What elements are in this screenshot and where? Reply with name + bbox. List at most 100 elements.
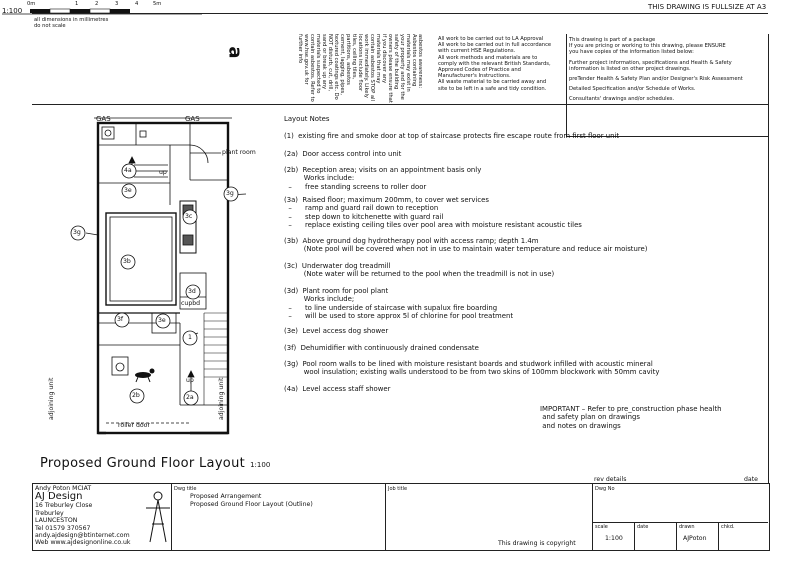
tag-3f: 3f: [117, 316, 124, 323]
tag-4a: 4a: [124, 167, 132, 174]
package-note-line: Consultants' drawings and/or schedules.: [569, 96, 675, 103]
job-title-label: Job title: [388, 486, 408, 492]
work-note-line: Manufacturer's Instructions.: [438, 73, 511, 80]
rev-details-label: rev details: [594, 476, 627, 483]
designer-line: Treburley: [35, 509, 64, 517]
tag-3e-mid: 3e: [158, 317, 166, 324]
scale-field-value: 1:100: [605, 535, 623, 542]
package-notes: This drawing is part of a package If you…: [569, 37, 743, 103]
scale-tick-0: 0m: [27, 1, 36, 7]
work-note-line: All work to be carried out in full accor…: [438, 42, 552, 49]
layout-note-4a: (4a) Level access staff shower: [284, 385, 391, 393]
drawn-field-label: drawn: [679, 524, 695, 530]
dwg-title-label: Dwg title: [174, 486, 197, 492]
dwg-title-line: Proposed Arrangement: [190, 493, 262, 500]
scale-tick-1: 1: [75, 1, 79, 7]
designer-line: Web www.ajdesignonline.co.uk: [35, 539, 131, 547]
designer-line: andy.ajdesign@btinternet.com: [35, 532, 130, 540]
scale-field-label: scale: [595, 524, 608, 530]
work-note-line: All waste material to be carried away an…: [438, 79, 547, 86]
important-note: IMPORTANT – Refer to pre_construction ph…: [540, 405, 722, 430]
header-line: [32, 13, 768, 14]
package-note-line: preTender Health & Safety Plan and/or De…: [569, 76, 743, 83]
package-note-line: Further project information, specificati…: [569, 59, 732, 66]
tag-3e-top: 3e: [124, 187, 132, 194]
gas-label-right: GAS: [185, 115, 200, 123]
scale-tick-3: 3: [115, 1, 119, 7]
designer-line: Tel 01579 370567: [35, 524, 91, 532]
layout-note-3e: (3e) Level access dog shower: [284, 327, 389, 335]
tag-2a: 2a: [186, 394, 194, 401]
date-field-label: date: [637, 524, 649, 530]
title-block: [32, 483, 770, 551]
work-note-line: with current HSE Regulations.: [438, 48, 516, 55]
roller-door-label: roller door: [118, 422, 150, 429]
rev-date-label: date: [744, 476, 758, 483]
dims-note-2: do not scale: [34, 23, 66, 29]
left-margin-line: [32, 104, 768, 105]
up-label-top: up: [159, 169, 167, 176]
tb-divider-2: [385, 483, 386, 550]
scale-label: 1:100: [2, 7, 23, 15]
tag-3g-left: 3g: [73, 229, 81, 236]
compass-logo-icon: [146, 491, 170, 543]
layout-note-3a: (3a) Raised floor; maximum 200mm, to cov…: [284, 196, 582, 230]
work-note-line: All work methods and materials are to: [438, 54, 538, 61]
plant-room-label: plant room: [222, 149, 256, 156]
gas-label-left: GAS: [96, 115, 111, 123]
tb-col-c: [718, 522, 719, 550]
designer-line: LAUNCESTON: [35, 517, 78, 525]
work-note-line: All work to be carried out to LA Approva…: [438, 36, 544, 42]
designer-block: Andy Poton MCIAT AJ Design 16 Treburley …: [35, 485, 130, 547]
designer-line: 16 Treburley Close: [35, 502, 93, 510]
sheet-border: [32, 34, 769, 483]
work-note-line: comply with the relevant British Standar…: [438, 60, 551, 67]
scale-tick-2: 2: [95, 1, 99, 7]
copyright: This drawing is copyright: [498, 540, 576, 547]
drawing-title: Proposed Ground Floor Layout 1:100: [40, 452, 270, 471]
layout-note-3g: (3g) Pool room walls to be lined with mo…: [284, 360, 660, 377]
layout-note-3c: (3c) Underwater dog treadmill (Note wate…: [284, 262, 555, 279]
layout-note-2a: (2a) Door access control into unit: [284, 150, 402, 158]
floor-plan: [70, 117, 247, 435]
scale-tick-5: 5m: [153, 1, 162, 7]
tag-3d: 3d: [188, 288, 196, 295]
layout-note-3d: (3d) Plant room for pool plant Works inc…: [284, 287, 514, 321]
adjoining-unit-left: adjoining unit: [48, 377, 55, 420]
package-note-line: you have copies of the information liste…: [569, 49, 694, 56]
tag-3b: 3b: [123, 258, 131, 265]
asbestos-warning: asbestos awareness: Asbestos containing …: [243, 34, 423, 104]
dwg-no-label: Dwg No: [595, 486, 615, 492]
tb-col-b: [676, 522, 677, 550]
scale-tick-4: 4: [135, 1, 139, 7]
layout-note-3b: (3b) Above ground dog hydrotherapy pool …: [284, 237, 648, 254]
tag-1: 1: [188, 334, 192, 341]
tb-divider-3: [592, 483, 593, 550]
adjoining-unit-right: adjoining unit: [218, 377, 225, 420]
drawing-title-scale: 1:100: [250, 461, 271, 469]
tag-3c: 3c: [185, 213, 193, 220]
tag-3g-right: 3g: [226, 190, 234, 197]
layout-note-1: (1) existing fire and smoke door at top …: [284, 132, 620, 140]
tag-2b: 2b: [132, 392, 140, 399]
work-notes: All work to be carried out to LA Approva…: [438, 36, 551, 92]
designer-line: Andy Poton MCIAT: [35, 485, 92, 492]
tb-row-divider: [592, 522, 768, 523]
package-note-line: Detailed Specification and/or Schedule o…: [569, 86, 696, 93]
work-note-line: site to be left in a safe and tidy condi…: [438, 85, 547, 92]
drawn-field-value: AJPoton: [683, 535, 707, 542]
drawing-title-text: Proposed Ground Floor Layout: [40, 456, 245, 471]
package-note-line: information is listed on other project d…: [569, 65, 691, 72]
package-notes-box: [566, 34, 769, 137]
chkd-field-label: chkd.: [721, 524, 735, 530]
designer-company: AJ Design: [35, 491, 83, 503]
layout-notes-title: Layout Notes: [284, 115, 330, 123]
package-note-line: This drawing is part of a package: [569, 37, 656, 43]
asbestos-warning-text: asbestos awareness: Asbestos containing …: [297, 34, 423, 103]
layout-note-2b: (2b) Reception area; visits on an appoin…: [284, 166, 482, 191]
dims-note-1: all dimensions in millimetres: [34, 17, 109, 23]
tb-col-a: [634, 522, 635, 550]
cupbd-label: cupbd: [181, 300, 201, 307]
package-note-line: If you are pricing or working to this dr…: [569, 43, 726, 50]
scale-bar: [2, 8, 202, 15]
